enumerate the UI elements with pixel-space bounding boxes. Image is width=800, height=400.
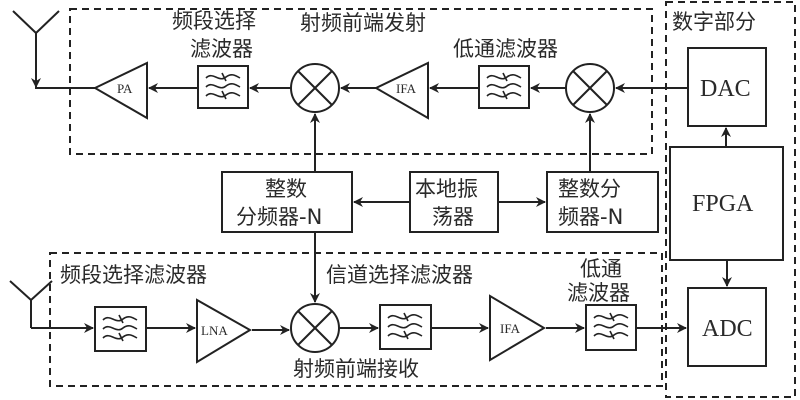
adc-label: ADC (702, 316, 753, 342)
tx-band-filter-label-1: 频段选择 (172, 9, 256, 33)
fpga-block: FPGA (669, 146, 784, 261)
rx-antenna-icon (9, 280, 53, 328)
divider-right-label-2: 频器-N (558, 205, 623, 229)
rx-band-filter-icon (94, 306, 147, 352)
tx-lpf-filter-icon (478, 65, 530, 109)
rx-section-title: 射频前端接收 (293, 357, 419, 381)
tx-ifa-label: IFA (396, 81, 417, 96)
rx-ifa-label: IFA (500, 321, 521, 336)
pa-label: PA (117, 81, 133, 96)
tx-band-filter-label-2: 滤波器 (190, 37, 253, 61)
lna-label: LNA (201, 323, 228, 338)
rx-lpf-label-2: 滤波器 (567, 281, 630, 305)
lna-amplifier-icon: LNA (196, 298, 252, 364)
tx-section-frame (69, 8, 653, 155)
digital-section-title: 数字部分 (672, 10, 756, 34)
tx-mixer-1-icon (290, 63, 340, 113)
tx-ifa-amplifier-icon: IFA (373, 61, 429, 120)
divider-left-label-2: 分频器-N (236, 205, 322, 229)
divider-right-label-1: 整数分 (558, 177, 621, 201)
rx-channel-filter-icon (379, 304, 432, 350)
pa-to-antenna-line (35, 86, 95, 89)
integer-divider-right-block: 整数分 频器-N (546, 171, 659, 233)
rx-lpf-filter-icon (585, 304, 637, 351)
adc-block: ADC (687, 287, 767, 367)
divider-left-label-1: 整数 (265, 177, 307, 201)
oscillator-label-2: 荡器 (432, 205, 474, 229)
dac-block: DAC (687, 47, 767, 127)
dac-label: DAC (700, 76, 751, 102)
pa-amplifier-icon: PA (92, 61, 148, 120)
rx-lpf-label-1: 低通 (580, 257, 622, 281)
rx-channel-filter-label: 信道选择滤波器 (326, 263, 473, 287)
tx-band-filter-icon (197, 65, 249, 109)
rx-band-filter-label: 频段选择滤波器 (60, 263, 207, 287)
rx-ifa-amplifier-icon: IFA (489, 294, 546, 362)
tx-mixer-2-icon (565, 63, 615, 113)
local-oscillator-block: 本地振 荡器 (409, 171, 499, 233)
tx-section-title: 射频前端发射 (300, 11, 426, 35)
rx-section-frame (49, 252, 663, 387)
integer-divider-left-block: 整数 分频器-N (221, 171, 353, 233)
rx-mixer-icon (290, 303, 340, 353)
tx-antenna-icon (12, 10, 60, 88)
digital-section-frame (665, 1, 796, 398)
oscillator-label-1: 本地振 (415, 177, 478, 201)
fpga-label: FPGA (692, 191, 754, 217)
tx-lpf-label: 低通滤波器 (453, 37, 558, 61)
